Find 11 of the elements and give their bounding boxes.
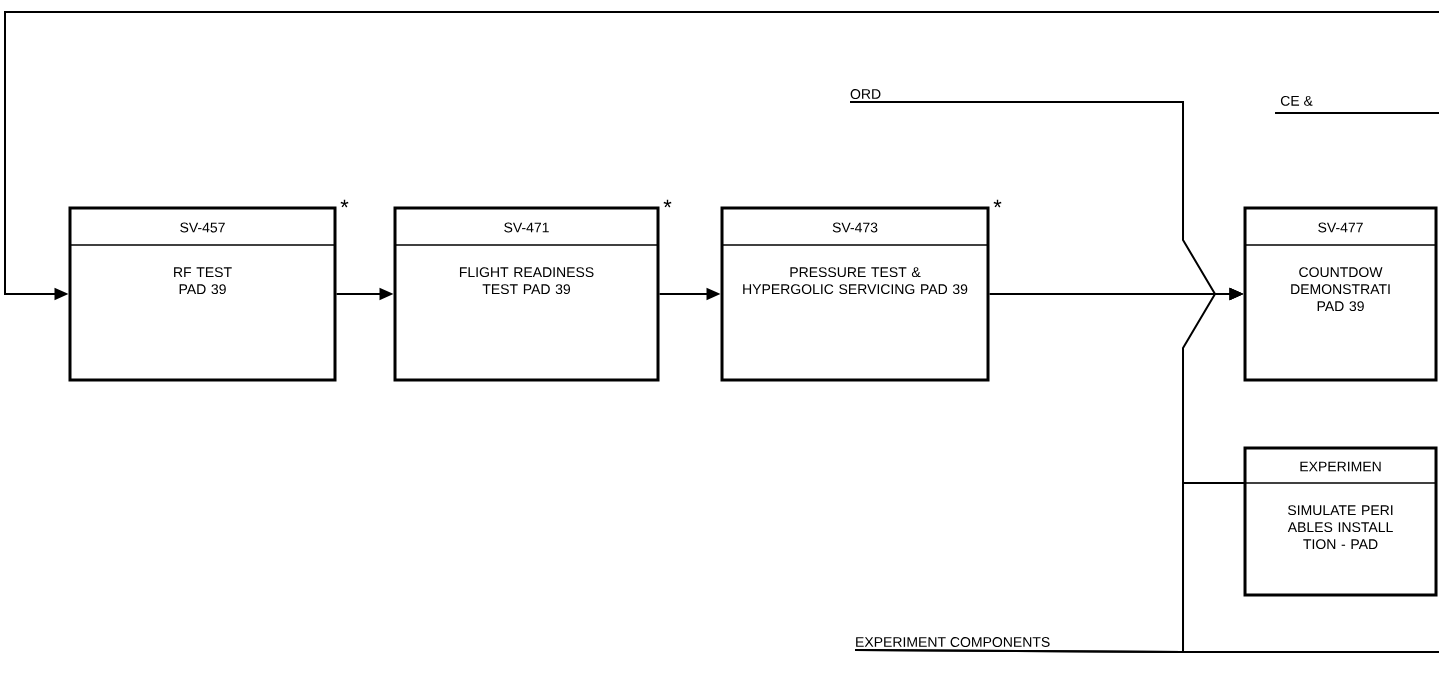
input-label: EXPERIMENT COMPONENTS bbox=[856, 637, 1050, 647]
asterisk: * bbox=[340, 199, 349, 208]
input-label: CE & bbox=[1274, 95, 1439, 114]
process-box: SV-473 PRESSURE TEST & HYPERGOLIC SERVICING PAD 39 bbox=[720, 206, 990, 382]
process-box: SV-457 RF TEST PAD 39 bbox=[68, 206, 337, 382]
process-box: SV-471 FLIGHT READINESS TEST PAD 39 bbox=[393, 206, 660, 382]
asterisk: * bbox=[993, 199, 1002, 208]
process-box: SV-477 COUNTDOW DEMONSTRATI PAD 39 bbox=[1243, 206, 1438, 382]
process-box: EXPERIMEN SIMULATE PERI ABLES INSTALL TION - PAD bbox=[1243, 446, 1438, 597]
input-label: ORD bbox=[850, 89, 881, 99]
asterisk: * bbox=[663, 199, 672, 208]
